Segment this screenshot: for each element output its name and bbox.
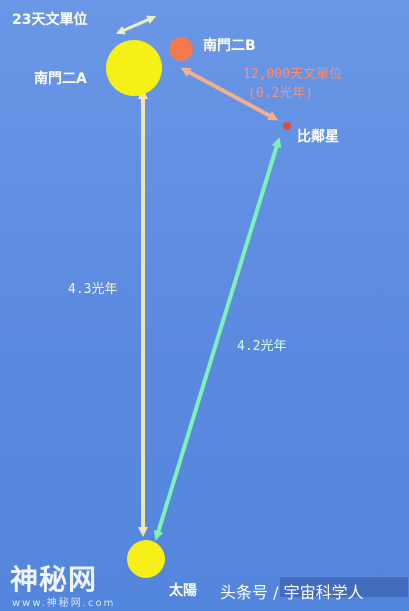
label-proxima-centauri: 比鄰星 (297, 129, 339, 145)
distance-label-sun-a: 4.3光年 (68, 282, 118, 297)
watermark-logo: 神秘网 (10, 563, 98, 596)
arrow-b-proxima (180, 67, 279, 121)
watermark-url: www.神秘网.com (12, 598, 116, 609)
label-alpha-centauri-a: 南門二A (34, 71, 87, 87)
alpha-centauri-b-star (169, 37, 193, 61)
source-mark (280, 577, 408, 597)
label-alpha-centauri-b: 南門二B (203, 38, 256, 54)
sun-star (127, 540, 165, 578)
proxima-centauri-star (283, 122, 291, 130)
distance-label-sun-proxima: 4.2光年 (237, 339, 287, 354)
label-sun: 太陽 (169, 583, 197, 599)
distance-label-b-proxima: 12,000天文單位 (243, 67, 342, 82)
distance-label-b-proxima-ly: (0.2光年) (248, 86, 314, 101)
alpha-centauri-a-star (106, 40, 162, 96)
source-credit: 头条号 / 宇宙科学人 (220, 583, 364, 602)
separation-arrow-ab (115, 15, 157, 35)
separation-label-ab: 23天文單位 (12, 12, 88, 28)
arrow-sun-proxima (153, 137, 282, 541)
